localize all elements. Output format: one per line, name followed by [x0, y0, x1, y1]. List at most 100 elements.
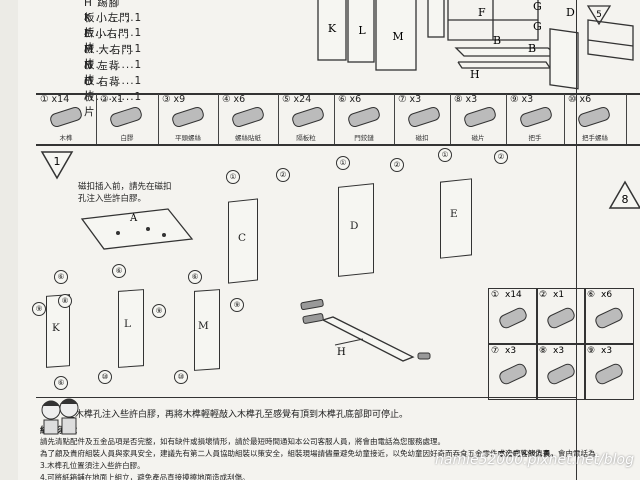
door-k-label: K	[52, 322, 60, 334]
summary-qty: x6	[601, 290, 613, 300]
hardware-icon	[593, 361, 625, 387]
summary-num: ⑧	[539, 346, 548, 356]
callout-handle: ⑨	[32, 302, 46, 316]
callout-dowel: ①	[438, 148, 452, 162]
summary-num: ②	[539, 290, 548, 300]
hardware-qty: ④ x6	[222, 94, 246, 105]
hardware-count: x3	[521, 94, 534, 105]
summary-num: ⑥	[587, 290, 596, 300]
hardware-count: x6	[349, 94, 362, 105]
callout-glue: ②	[390, 158, 404, 172]
label-k: K	[328, 22, 337, 35]
panel-a-drawing: A	[80, 208, 194, 250]
label-m: M	[392, 30, 403, 43]
step-note-line1: 磁扣插入前，請先在磁扣	[78, 182, 172, 192]
hardware-cell: ⑦ x3 磁扣	[394, 94, 451, 144]
parts-row: N 左背板.........1片	[84, 60, 143, 102]
hardware-icon	[346, 105, 382, 129]
parts-row: L 小右門板.........1片	[84, 28, 143, 70]
step-note-line2: 孔注入些許白膠。	[78, 194, 147, 204]
assembly-heading: 組裝須知：	[40, 426, 83, 436]
hardware-name: 把手	[528, 134, 542, 142]
divider	[36, 93, 640, 95]
callout-hinge: ⑥	[54, 270, 68, 284]
hardware-cell: ④ x6 螺絲貼紙	[218, 94, 279, 144]
callout-handle: ⑨	[152, 304, 166, 318]
hardware-count: x6	[579, 94, 592, 105]
divider	[36, 397, 576, 398]
hardware-count: x6	[233, 94, 246, 105]
hardware-icon	[545, 361, 577, 387]
note-tail: 本公司客服人員，會由電話為	[498, 449, 596, 458]
callout-hinge: ⑥	[54, 376, 68, 390]
label-g2: G	[533, 20, 542, 33]
hardware-qty: ⑦ x3	[398, 94, 422, 105]
panel-d-label: D	[350, 220, 359, 232]
parts-row: O 右背板.........1片	[84, 76, 143, 118]
hardware-icon	[406, 105, 442, 129]
hardware-count: x14	[51, 94, 70, 105]
step-8-marker: 8	[608, 180, 640, 209]
label-g: G	[533, 0, 542, 13]
callout-magnet: ⑧	[58, 294, 72, 308]
callout-hinge: ⑥	[112, 264, 126, 278]
panel-c-label: C	[238, 232, 247, 244]
note-4: 4.可將紙箱鋪在地面上組立，避免產品直接摸擦地面造成刮傷。	[40, 473, 250, 480]
note-1: 請先清點配件及五金品項是否完整，如有缺件或損壞情形，請於最短時間通知本公司客服人…	[40, 437, 445, 446]
callout-glue: ②	[276, 168, 290, 182]
door-l	[118, 289, 144, 368]
label-b: B	[493, 34, 501, 47]
hardware-icon	[497, 361, 529, 387]
label-b2: B	[528, 42, 536, 55]
door-panel-m	[375, 0, 417, 71]
hardware-count: x9	[173, 94, 186, 105]
hardware-name: 磁扣	[415, 134, 429, 142]
hardware-name: 隔板粒	[296, 134, 316, 142]
hardware-summary-cell: ⑥ x6	[584, 288, 634, 344]
callout-dowel: ①	[336, 156, 350, 170]
summary-num: ①	[491, 290, 500, 300]
callout-handle: ⑨	[230, 298, 244, 312]
label-h: H	[470, 68, 480, 81]
hardware-icon	[518, 105, 554, 129]
hardware-name: 螺絲貼紙	[235, 134, 261, 142]
door-panel-k	[317, 0, 347, 61]
hardware-name: 木榫	[59, 134, 73, 142]
hardware-icon	[576, 105, 612, 129]
hardware-cell: ③ x9 平頭螺絲	[158, 94, 219, 144]
label-l: L	[358, 24, 366, 37]
hardware-icon	[290, 105, 326, 129]
cabinet-diagram: K L M F G G D B B H 5	[317, 0, 634, 90]
door-m-label: M	[198, 320, 209, 332]
summary-qty: x3	[553, 346, 565, 356]
hardware-icon	[108, 105, 144, 129]
hardware-qty: ⑧ x3	[454, 94, 478, 105]
hardware-name: 平頭螺絲	[175, 134, 201, 142]
kickboard-label: H	[337, 347, 346, 358]
summary-qty: x3	[601, 346, 613, 356]
hardware-qty: ⑥ x6	[338, 94, 362, 105]
callout-glue: ②	[494, 150, 508, 164]
watermark: namie52000.pixnet.net/blog	[435, 452, 634, 468]
mascot-avatars	[41, 398, 79, 435]
hardware-summary-cell: ② x1	[536, 288, 586, 344]
hardware-qty: ③ x9	[162, 94, 186, 105]
step-5: 5	[596, 10, 602, 20]
hardware-name: 把手螺絲	[582, 134, 608, 142]
note-2: 為了顧及貴府組裝人員與家具安全，建議先有第二人員協助組裝以策安全，組裝現場請儘量…	[40, 449, 558, 458]
summary-qty: x3	[505, 346, 517, 356]
parts-row: M 大右門板.........1片	[84, 44, 143, 86]
summary-qty: x1	[553, 290, 565, 300]
hardware-count: x3	[465, 94, 478, 105]
hardware-icon	[462, 105, 498, 129]
callout-handle-screw: ⑩	[174, 370, 188, 384]
instruction-sheet: H 踢腳板.........1片 K 小左門板.........1片 L 小右門…	[18, 0, 640, 480]
